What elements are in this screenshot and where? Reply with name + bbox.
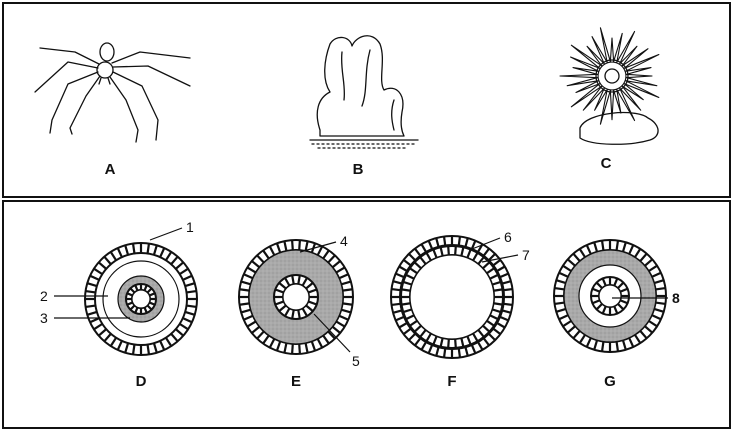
organism-label-b: B [353, 161, 364, 178]
label-8: 8 [612, 290, 680, 306]
svg-text:3: 3 [40, 310, 48, 326]
section-label-g: G [604, 373, 616, 390]
cross-section-f [390, 235, 514, 359]
gut-lumen [598, 284, 622, 308]
section-label-d: D [136, 373, 147, 390]
sea-anemone-icon [559, 27, 660, 145]
organisms-panel [2, 2, 731, 198]
organism-label-a: A [105, 161, 116, 178]
label-2: 2 [40, 288, 108, 304]
label-4: 4 [299, 233, 348, 253]
svg-text:4: 4 [340, 233, 348, 249]
label-5: 5 [313, 313, 360, 369]
cross-section-d [84, 242, 198, 356]
section-label-f: F [447, 373, 456, 390]
svg-text:8: 8 [672, 290, 680, 306]
label-6: 6 [471, 229, 512, 250]
label-3: 3 [40, 310, 130, 326]
gastrovascular-cavity [409, 254, 495, 340]
gut-lumen [282, 283, 310, 311]
label-7: 7 [481, 247, 530, 263]
svg-text:7: 7 [522, 247, 530, 263]
svg-text:5: 5 [352, 353, 360, 369]
spider-icon [34, 42, 191, 143]
svg-text:1: 1 [186, 219, 194, 235]
section-label-e: E [291, 373, 301, 390]
label-1: 1 [149, 219, 194, 241]
sponge-icon [309, 35, 419, 149]
cross-section-g [553, 239, 667, 353]
svg-text:2: 2 [40, 288, 48, 304]
organism-label-c: C [601, 155, 612, 172]
svg-text:6: 6 [504, 229, 512, 245]
gut-lumen [131, 289, 151, 309]
